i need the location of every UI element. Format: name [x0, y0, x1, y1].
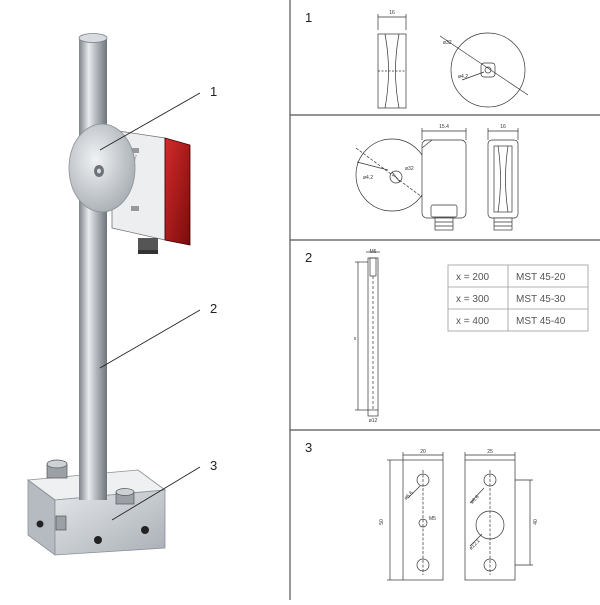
callout-1: 1 [210, 84, 217, 99]
disc [68, 123, 136, 213]
dim-width-right: 16 [500, 124, 506, 130]
panel-frame [289, 0, 600, 600]
dim-length: x [354, 336, 357, 342]
panel-2: 2 M6 x ø12 x = 200 MST 45-20 x = 300 [305, 249, 589, 424]
panel-number: 2 [305, 250, 312, 265]
table-cell-length: x = 400 [456, 316, 490, 327]
callout-2: 2 [210, 301, 217, 316]
table-cell-part: MST 45-30 [516, 294, 566, 305]
dim-hole: ø6.6 [403, 490, 414, 501]
table-cell-part: MST 45-20 [516, 272, 566, 283]
pulley-side-view [377, 14, 407, 109]
dim-thread: M5 [429, 516, 436, 522]
callout-3: 3 [210, 458, 217, 473]
panel-3: 3 20 50 ø6.6 M5 [305, 440, 539, 581]
product-photo: IPF ELECTRONIC 1 2 3 [26, 33, 217, 556]
dim-diameter: ø12 [369, 418, 378, 424]
table-cell-part: MST 45-40 [516, 316, 566, 327]
pulley-front-view [439, 32, 529, 108]
length-table: x = 200 MST 45-20 x = 300 MST 45-30 x = … [447, 264, 589, 332]
sensor-lens [164, 137, 191, 246]
dim-width: 20 [420, 449, 426, 455]
table-cell-length: x = 300 [456, 294, 490, 305]
screw-icon [55, 515, 67, 531]
table-cell-length: x = 200 [456, 272, 490, 283]
rod [78, 33, 108, 500]
assembly-side-view [487, 128, 519, 231]
dim-bore-2: ø4.2 [363, 175, 373, 181]
block-right-view [464, 452, 533, 581]
dim-height: 40 [533, 519, 539, 525]
dim-hole-small: ø6.6 [469, 494, 480, 505]
rod-drawing [355, 251, 380, 417]
dim-height: 50 [379, 519, 385, 525]
dim-thread: M6 [370, 249, 377, 255]
assembly-front-view [355, 128, 467, 231]
callouts: 1 2 3 [99, 84, 217, 521]
dim-width: 25 [487, 449, 493, 455]
panel-number: 1 [305, 10, 312, 25]
dim-width: 16 [389, 10, 395, 16]
dim-outer-dia-2: ø32 [405, 166, 414, 172]
panel-1: 1 16 ø32 ø4.2 [305, 10, 529, 231]
dim-outer-dia: ø32 [443, 40, 452, 46]
block-left-view [387, 452, 444, 581]
dim-width-left: 15.4 [439, 124, 449, 130]
dim-bore: ø4.2 [458, 74, 468, 80]
panel-number: 3 [305, 440, 312, 455]
base-block [26, 459, 167, 556]
